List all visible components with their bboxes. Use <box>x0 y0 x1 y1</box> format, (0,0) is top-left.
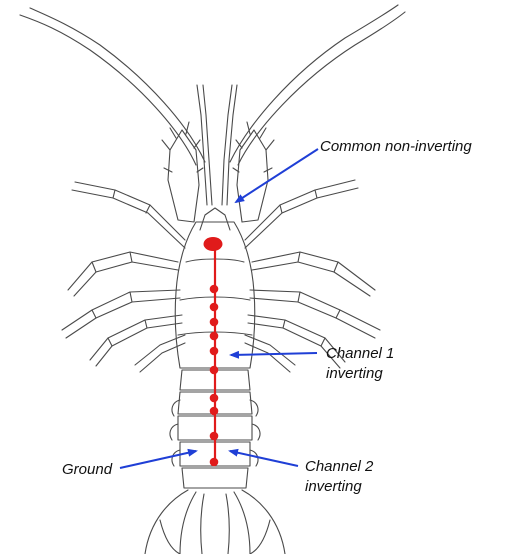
left-antenna <box>20 8 205 165</box>
tail-fan <box>145 490 285 554</box>
electrode <box>210 366 219 375</box>
electrode-head <box>204 237 223 251</box>
electrode <box>210 303 219 312</box>
label-channel1-line1: Channel 1 <box>326 344 394 363</box>
label-channel1-line2: inverting <box>326 364 383 383</box>
electrode <box>210 394 219 403</box>
label-ground: Ground <box>62 460 112 479</box>
label-channel2-line2: inverting <box>305 477 362 496</box>
label-common-non-inverting: Common non-inverting <box>320 137 472 156</box>
right-antennule <box>222 85 237 205</box>
left-legs <box>62 182 185 372</box>
arrow-channel2-inverting <box>230 451 298 466</box>
left-antennal-base <box>162 122 203 222</box>
electrode <box>210 407 219 416</box>
electrode <box>210 432 219 441</box>
right-antennal-base <box>233 122 274 222</box>
electrode <box>210 285 219 294</box>
electrode <box>210 332 219 341</box>
electrode <box>210 318 219 327</box>
label-channel2-line1: Channel 2 <box>305 457 373 476</box>
electrodes <box>204 237 223 466</box>
electrode <box>210 347 219 356</box>
arrow-channel1-inverting <box>231 353 317 355</box>
electrode <box>210 458 219 467</box>
